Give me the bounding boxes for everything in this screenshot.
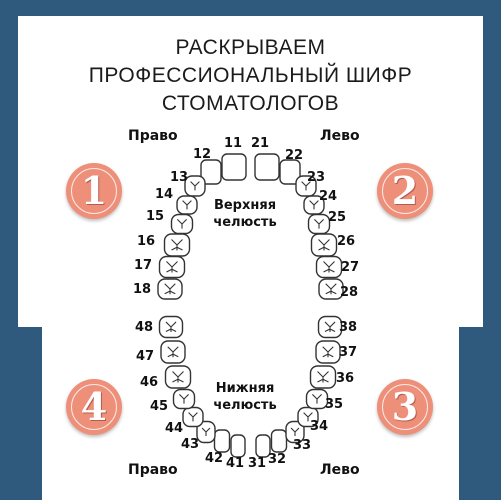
tooth-number: 14 bbox=[155, 187, 174, 202]
tooth-fissure bbox=[325, 283, 337, 295]
label-left-upper: Лево bbox=[320, 128, 360, 144]
tooth-fissure bbox=[313, 218, 325, 229]
lower-jaw-line-2: челюсть bbox=[213, 398, 277, 413]
label-left-lower: Лево bbox=[320, 462, 360, 478]
tooth-outline bbox=[255, 434, 271, 458]
tooth-number: 36 bbox=[336, 371, 355, 386]
upper-left-teeth bbox=[254, 153, 344, 300]
tooth-number: 47 bbox=[136, 349, 155, 364]
tooth-outline bbox=[200, 159, 222, 185]
label-right-lower: Право bbox=[128, 462, 178, 478]
tooth-number: 21 bbox=[251, 136, 270, 151]
tooth-fissure bbox=[190, 181, 200, 191]
tooth-fissure bbox=[318, 239, 330, 251]
tooth-number: 24 bbox=[319, 189, 338, 204]
tooth-number: 44 bbox=[165, 421, 184, 436]
tooth-fissure bbox=[323, 261, 335, 273]
tooth-number: 26 bbox=[337, 234, 356, 249]
tooth-fissure bbox=[324, 321, 336, 333]
quadrant-badge-1: 1 bbox=[66, 163, 122, 219]
tooth-outline bbox=[270, 429, 288, 453]
tooth-fissure bbox=[178, 393, 190, 404]
lower-jaw-line-1: Нижняя bbox=[215, 381, 275, 396]
tooth-number: 33 bbox=[293, 438, 312, 453]
tooth-fissure bbox=[182, 200, 192, 210]
tooth-number: 23 bbox=[307, 170, 326, 185]
upper-jaw-label: Верхняя челюсть bbox=[185, 197, 305, 231]
tooth-outline bbox=[254, 153, 280, 181]
tooth-number: 13 bbox=[170, 170, 189, 185]
lower-jaw-label: Нижняя челюсть bbox=[185, 380, 305, 414]
tooth-number: 12 bbox=[193, 147, 212, 162]
tooth-number: 11 bbox=[224, 136, 243, 151]
tooth-number: 38 bbox=[339, 320, 358, 335]
tooth-number: 35 bbox=[325, 397, 344, 412]
tooth-number: 32 bbox=[268, 452, 287, 467]
tooth-fissure bbox=[164, 283, 176, 295]
title-line-3: СТОМАТОЛОГОВ bbox=[161, 92, 340, 115]
tooth-number: 45 bbox=[150, 399, 169, 414]
tooth-number: 46 bbox=[140, 375, 159, 390]
tooth-number: 27 bbox=[341, 260, 360, 275]
tooth-fissure bbox=[172, 371, 184, 383]
title-line-1: РАСКРЫВАЕМ bbox=[175, 36, 326, 59]
tooth-number: 34 bbox=[310, 419, 329, 434]
quadrant-badge-4: 4 bbox=[66, 379, 122, 435]
tooth-outline bbox=[230, 434, 246, 458]
quadrant-badge-2: 2 bbox=[377, 163, 433, 219]
tooth-outline bbox=[279, 159, 301, 185]
tooth-number: 18 bbox=[133, 282, 152, 297]
tooth-fissure bbox=[167, 346, 179, 358]
tooth-number: 17 bbox=[134, 258, 153, 273]
tooth-fissure bbox=[322, 346, 334, 358]
tooth-fissure bbox=[188, 412, 198, 422]
tooth-fissure bbox=[171, 239, 183, 251]
tooth-fissure bbox=[301, 181, 311, 191]
title-line-2: ПРОФЕССИОНАЛЬНЫЙ ШИФР bbox=[88, 64, 413, 87]
upper-right-teeth bbox=[157, 153, 247, 300]
tooth-fissure bbox=[166, 261, 178, 273]
tooth-number: 43 bbox=[181, 437, 200, 452]
tooth-number: 15 bbox=[146, 209, 165, 224]
tooth-fissure bbox=[176, 218, 188, 229]
tooth-number: 28 bbox=[340, 285, 359, 300]
tooth-fissure bbox=[290, 427, 300, 436]
lower-left-teeth bbox=[255, 315, 343, 458]
tooth-number: 48 bbox=[135, 320, 154, 335]
tooth-number: 37 bbox=[339, 345, 358, 360]
tooth-number: 16 bbox=[137, 234, 156, 249]
tooth-outline bbox=[221, 153, 247, 181]
tooth-number: 31 bbox=[248, 456, 267, 471]
tooth-fissure bbox=[309, 200, 319, 210]
upper-jaw-line-2: челюсть bbox=[213, 215, 277, 230]
upper-jaw-line-1: Верхняя bbox=[213, 198, 277, 213]
tooth-fissure bbox=[165, 321, 177, 333]
tooth-number: 22 bbox=[285, 148, 304, 163]
tooth-number: 25 bbox=[328, 210, 347, 225]
tooth-fissure bbox=[303, 412, 313, 422]
tooth-outline bbox=[213, 429, 231, 453]
tooth-fissure bbox=[311, 393, 323, 404]
tooth-number: 41 bbox=[226, 456, 245, 471]
quadrant-badge-3: 3 bbox=[377, 379, 433, 435]
tooth-fissure bbox=[317, 371, 329, 383]
top-band bbox=[0, 0, 501, 16]
tooth-fissure bbox=[201, 427, 211, 436]
lower-right-teeth bbox=[158, 315, 246, 458]
tooth-number: 42 bbox=[205, 451, 224, 466]
label-right-upper: Право bbox=[128, 128, 178, 144]
